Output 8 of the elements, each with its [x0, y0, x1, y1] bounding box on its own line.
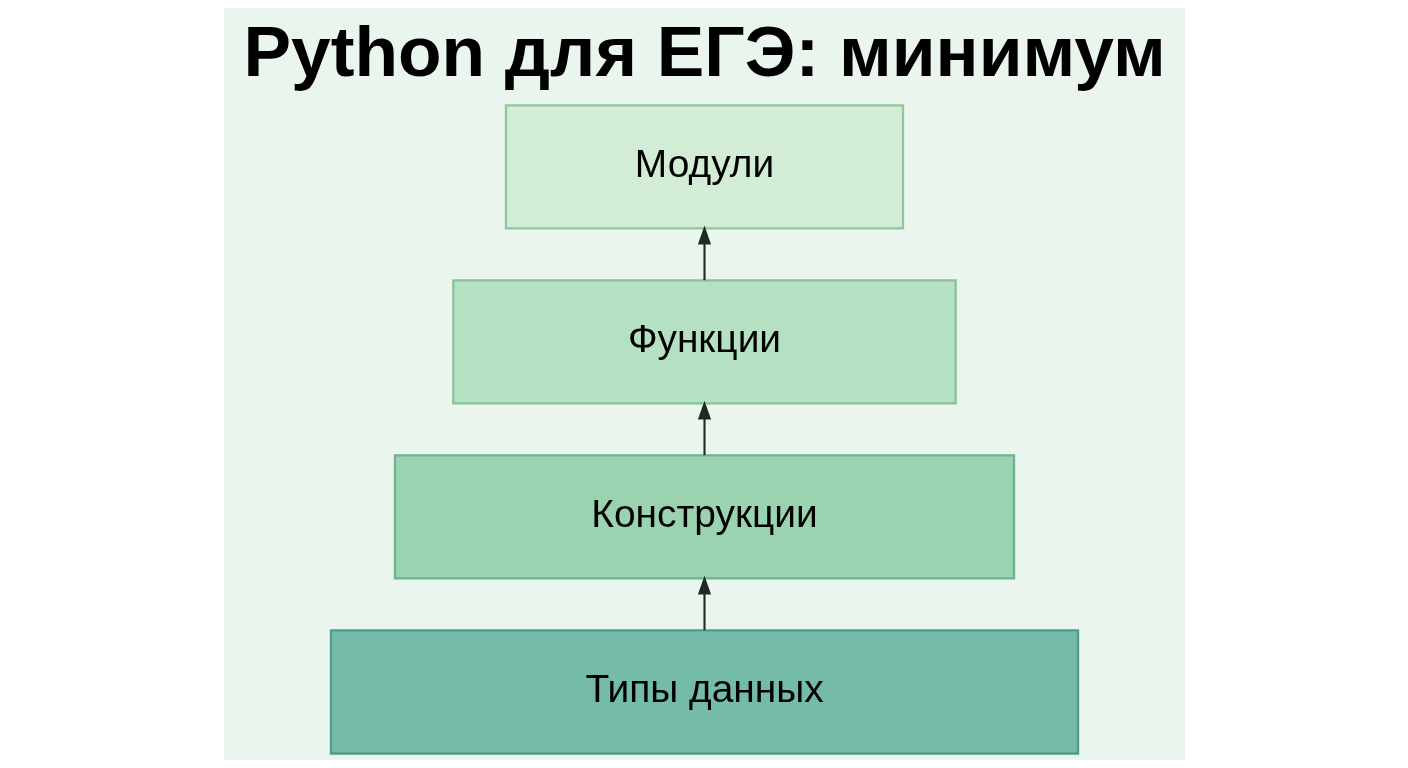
node-box: Функции [451, 279, 957, 405]
arrow [697, 575, 711, 631]
node-box: Конструкции [393, 454, 1015, 580]
diagram-title: Python для ЕГЭ: минимум [242, 11, 1166, 92]
node-box: Модули [504, 104, 904, 230]
node-box: Типы данных [329, 629, 1079, 755]
arrow [697, 400, 711, 456]
arrow [697, 225, 711, 281]
